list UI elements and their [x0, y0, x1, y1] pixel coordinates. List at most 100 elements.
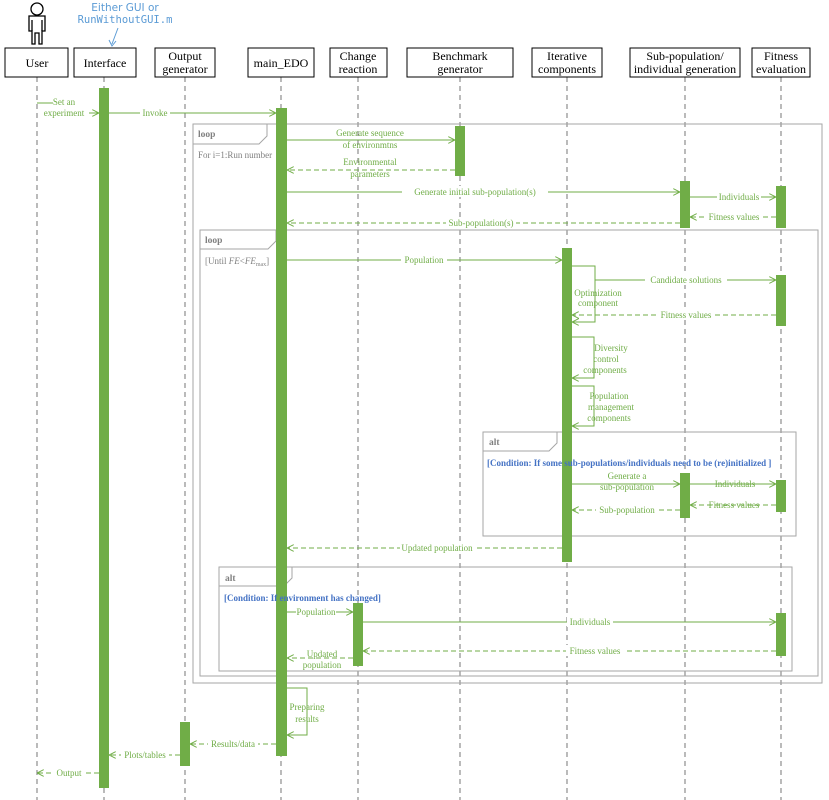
- interface-note: Either GUI or RunWithoutGUI.m: [78, 2, 173, 47]
- activation-fitness-3: [776, 480, 786, 512]
- arrow-opt-self: [572, 280, 596, 322]
- msg-individuals-3: Individuals: [570, 617, 611, 627]
- note-pointer-head: [108, 39, 117, 47]
- fragment-labels: loop For i=1:Run number loop [Until FE<F…: [198, 130, 500, 584]
- loop-inner-tag: loop: [205, 236, 222, 246]
- msg-gen-seq-2: of environmtns: [343, 140, 398, 150]
- lifeline-label-fitness-1: Fitness: [764, 49, 798, 63]
- lifeline-label-change-1: Change: [340, 49, 377, 63]
- fragment-conditions: [Condition: If some sub-populations/indi…: [224, 458, 771, 603]
- alt-inner-condition: [Condition: If some sub-populations/indi…: [487, 458, 771, 468]
- msg-subpops: Sub-population(s): [449, 218, 514, 228]
- msg-output: Output: [56, 768, 82, 778]
- msg-population-1: Population: [404, 255, 444, 265]
- msg-fitness-values-1: Fitness values: [709, 212, 760, 222]
- msg-gen-initial: Generate initial sub-population(s): [414, 187, 535, 197]
- lifelines: [36, 77, 782, 800]
- msg-fitness-values-3: Fitness values: [709, 500, 760, 510]
- header-box-subpop-generation: [629, 47, 741, 78]
- alt-inner-tag-box: [482, 431, 558, 452]
- arrow-preparing-self: [287, 687, 308, 735]
- msg-div-2: control: [593, 354, 619, 364]
- msg-fitness-values-4: Fitness values: [570, 646, 621, 656]
- msg-prep-1: Preparing: [290, 702, 325, 712]
- activation-benchmark: [455, 126, 465, 176]
- alt-outer-tag: alt: [225, 574, 236, 584]
- loop-inner-frame: [199, 229, 819, 677]
- msg-opt-2: component: [578, 298, 618, 308]
- message-labels: Set an experiment Invoke Generate sequen…: [44, 97, 763, 778]
- activation-fitness-2: [776, 275, 786, 326]
- header-labels: User Interface Output generator main_EDO…: [26, 49, 806, 76]
- alt-outer-frame: [218, 566, 793, 672]
- lifeline-label-main-edo: main_EDO: [254, 56, 309, 70]
- arrow-diversity-self: [572, 336, 595, 378]
- msg-gen-seq-1: Generate sequence: [336, 128, 404, 138]
- header-box-benchmark-generator: [406, 47, 514, 78]
- msg-pm-3: components: [587, 413, 631, 423]
- activation-interface: [99, 88, 109, 788]
- msg-plots: Plots/tables: [124, 750, 166, 760]
- alt-inner-frame: [482, 431, 797, 537]
- activation-main-edo: [276, 108, 287, 756]
- activation-bars: [99, 88, 786, 788]
- note-pointer: [111, 27, 119, 45]
- header-box-interface: [73, 47, 137, 78]
- loop-outer-frame: [192, 123, 823, 684]
- lifeline-label-output-2: generator: [162, 62, 207, 76]
- activation-subpop-1: [680, 181, 690, 228]
- msg-fitness-values-2: Fitness values: [661, 310, 712, 320]
- msg-env-params-1: Environmental: [343, 157, 397, 167]
- header-box-user: [4, 47, 69, 78]
- loop-outer-guard: For i=1:Run number: [198, 150, 272, 160]
- loop-inner-guard-pre: [Until: [205, 256, 229, 266]
- lifeline-label-subpop-2: individual generation: [634, 62, 736, 76]
- msg-subpop-return: Sub-population: [599, 505, 655, 515]
- lifeline-label-iterative-2: components: [538, 62, 596, 76]
- activation-change-reaction: [353, 603, 363, 666]
- loop-inner-tag-box: [199, 229, 277, 250]
- msg-individuals-2: Individuals: [715, 479, 756, 489]
- lifeline-label-change-2: reaction: [339, 62, 378, 76]
- loop-inner-guard-lt: <: [240, 256, 245, 266]
- fragment-frames: [192, 123, 823, 684]
- msg-results: Results/data: [211, 739, 255, 749]
- lifeline-label-interface: Interface: [84, 56, 127, 70]
- loop-inner-guard-var: FE: [228, 256, 240, 266]
- msg-upd-pop-2: population: [303, 660, 342, 670]
- header-boxes: [4, 47, 811, 78]
- alt-inner-tag: alt: [489, 438, 500, 448]
- header-box-change-reaction: [329, 47, 388, 78]
- note-line-2: RunWithoutGUI.m: [78, 14, 173, 26]
- msg-div-3: components: [583, 365, 627, 375]
- loop-outer-tag: loop: [198, 130, 215, 140]
- msg-population-2: Population: [296, 607, 336, 617]
- msg-invoke: Invoke: [143, 108, 168, 118]
- actor-user-label: User: [26, 56, 49, 70]
- msg-prep-2: results: [295, 714, 319, 724]
- activation-iterative: [562, 248, 572, 562]
- activation-output-generator: [180, 722, 190, 766]
- msg-set-experiment-2: experiment: [44, 108, 85, 118]
- msg-gen-sub-1: Generate a: [608, 471, 647, 481]
- header-box-output-generator: [154, 47, 216, 78]
- loop-outer-tag-box: [192, 123, 268, 145]
- loop-inner-guard-post: ]: [266, 256, 269, 266]
- lifeline-label-subpop-1: Sub-population/: [646, 49, 724, 63]
- loop-inner-guard-var2: FE: [244, 256, 256, 266]
- fragment-tags: [192, 123, 558, 587]
- message-arrows: [37, 102, 776, 773]
- lifeline-label-iterative-1: Iterative: [547, 49, 587, 63]
- lifeline-label-benchmark-2: generator: [437, 62, 482, 76]
- note-line-1: Either GUI or: [91, 2, 159, 14]
- msg-pm-2: management: [588, 402, 634, 412]
- arrow-popmgmt-self: [572, 385, 595, 426]
- activation-fitness-1: [776, 186, 786, 228]
- loop-inner-guard: [Until FE<FEmax]: [205, 256, 269, 268]
- activation-subpop-2: [680, 473, 690, 518]
- header-box-main-edo: [247, 47, 315, 78]
- msg-pm-1: Population: [589, 391, 629, 401]
- msg-upd-pop-1: Updated: [307, 649, 338, 659]
- user-actor-icon: [28, 2, 46, 45]
